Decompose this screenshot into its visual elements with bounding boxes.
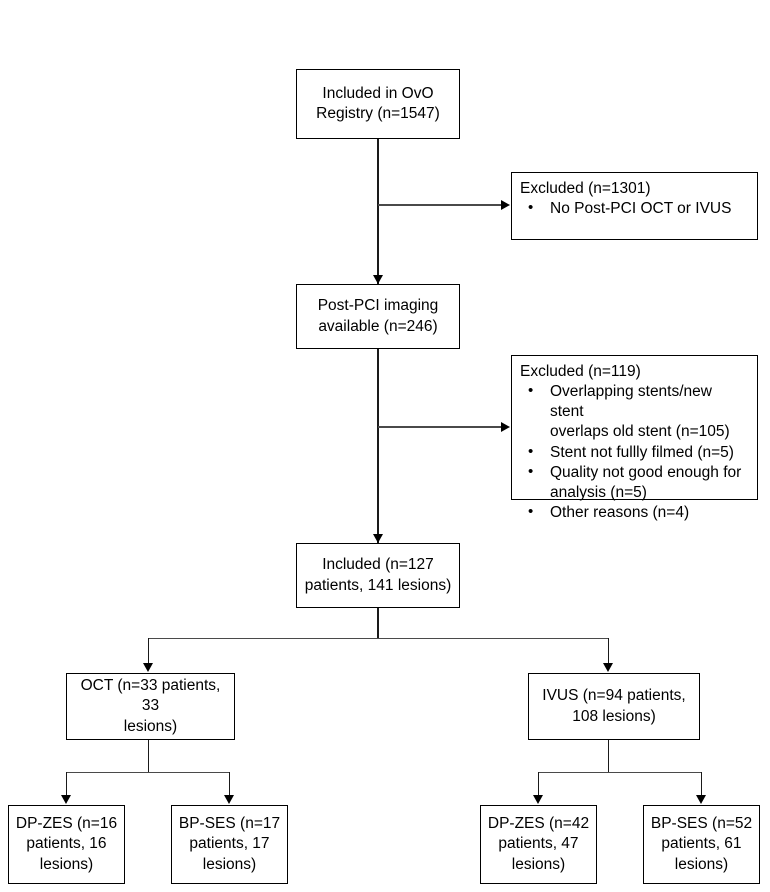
node-oct: OCT (n=33 patients, 33 lesions) — [66, 673, 235, 740]
node-excluded-1-reasons: No Post-PCI OCT or IVUS — [520, 198, 749, 219]
connector-included-split-stem — [377, 608, 379, 639]
arrowhead-imaging-available — [372, 275, 383, 284]
connector-to-excluded-2 — [378, 426, 502, 428]
connector-imaging-to-included — [377, 349, 379, 543]
node-excluded-1: Excluded (n=1301) No Post-PCI OCT or IVU… — [511, 172, 758, 240]
connector-included-split-bar — [148, 637, 608, 639]
connector-ivus-split-stem — [607, 740, 609, 773]
node-excluded-2-reasons: Overlapping stents/new stent overlaps ol… — [520, 381, 749, 523]
node-oct-dp-zes-label: DP-ZES (n=16 patients, 16 lesions) — [15, 815, 118, 873]
arrowhead-oct-bp-ses — [223, 795, 234, 804]
node-included-final: Included (n=127 patients, 141 lesions) — [296, 543, 460, 608]
list-item: Overlapping stents/new stent overlaps ol… — [528, 381, 749, 442]
connector-to-ivus-dp-zes — [537, 772, 539, 796]
list-item: Quality not good enough for analysis (n=… — [528, 462, 749, 503]
connector-to-ivus-bp-ses — [700, 772, 702, 796]
node-excluded-1-heading: Excluded (n=1301) — [520, 180, 651, 197]
connector-to-ivus — [607, 638, 609, 664]
list-item: Other reasons (n=4) — [528, 502, 749, 523]
node-ivus-bp-ses-label: BP-SES (n=52 patients, 61 lesions) — [650, 815, 753, 873]
arrowhead-ivus-bp-ses — [695, 795, 706, 804]
node-ivus: IVUS (n=94 patients, 108 lesions) — [528, 673, 700, 740]
connector-oct-split-bar — [66, 771, 229, 773]
node-ivus-bp-ses: BP-SES (n=52 patients, 61 lesions) — [643, 805, 760, 884]
node-imaging-available-label: Post-PCI imaging available (n=246) — [317, 297, 439, 335]
arrowhead-excluded-2 — [501, 422, 510, 432]
connector-to-excluded-1 — [378, 204, 502, 206]
connector-to-oct-bp-ses — [228, 772, 230, 796]
node-oct-dp-zes: DP-ZES (n=16 patients, 16 lesions) — [8, 805, 125, 884]
connector-oct-split-stem — [147, 740, 149, 773]
arrowhead-oct — [142, 663, 153, 672]
node-excluded-2-heading: Excluded (n=119) — [520, 363, 641, 380]
node-included-registry-label: Included in OvO Registry (n=1547) — [316, 84, 440, 122]
arrowhead-included-final — [372, 534, 383, 543]
node-oct-label: OCT (n=33 patients, 33 lesions) — [80, 677, 221, 735]
arrowhead-ivus-dp-zes — [532, 795, 543, 804]
node-imaging-available: Post-PCI imaging available (n=246) — [296, 284, 460, 349]
connector-to-oct — [147, 638, 149, 664]
node-included-registry: Included in OvO Registry (n=1547) — [296, 69, 460, 139]
connector-ivus-split-bar — [538, 771, 701, 773]
connector-to-oct-dp-zes — [65, 772, 67, 796]
node-oct-bp-ses-label: BP-SES (n=17 patients, 17 lesions) — [178, 815, 281, 873]
node-ivus-dp-zes: DP-ZES (n=42 patients, 47 lesions) — [480, 805, 597, 884]
node-ivus-dp-zes-label: DP-ZES (n=42 patients, 47 lesions) — [487, 815, 590, 873]
node-ivus-label: IVUS (n=94 patients, 108 lesions) — [542, 687, 686, 725]
node-oct-bp-ses: BP-SES (n=17 patients, 17 lesions) — [171, 805, 288, 884]
arrowhead-excluded-1 — [501, 200, 510, 210]
list-item: No Post-PCI OCT or IVUS — [528, 198, 749, 219]
node-excluded-2: Excluded (n=119) Overlapping stents/new … — [511, 355, 758, 522]
list-item: Stent not fullly filmed (n=5) — [528, 442, 749, 463]
connector-registry-to-imaging — [377, 139, 379, 284]
node-included-final-label: Included (n=127 patients, 141 lesions) — [304, 556, 452, 594]
arrowhead-oct-dp-zes — [60, 795, 71, 804]
arrowhead-ivus — [602, 663, 613, 672]
